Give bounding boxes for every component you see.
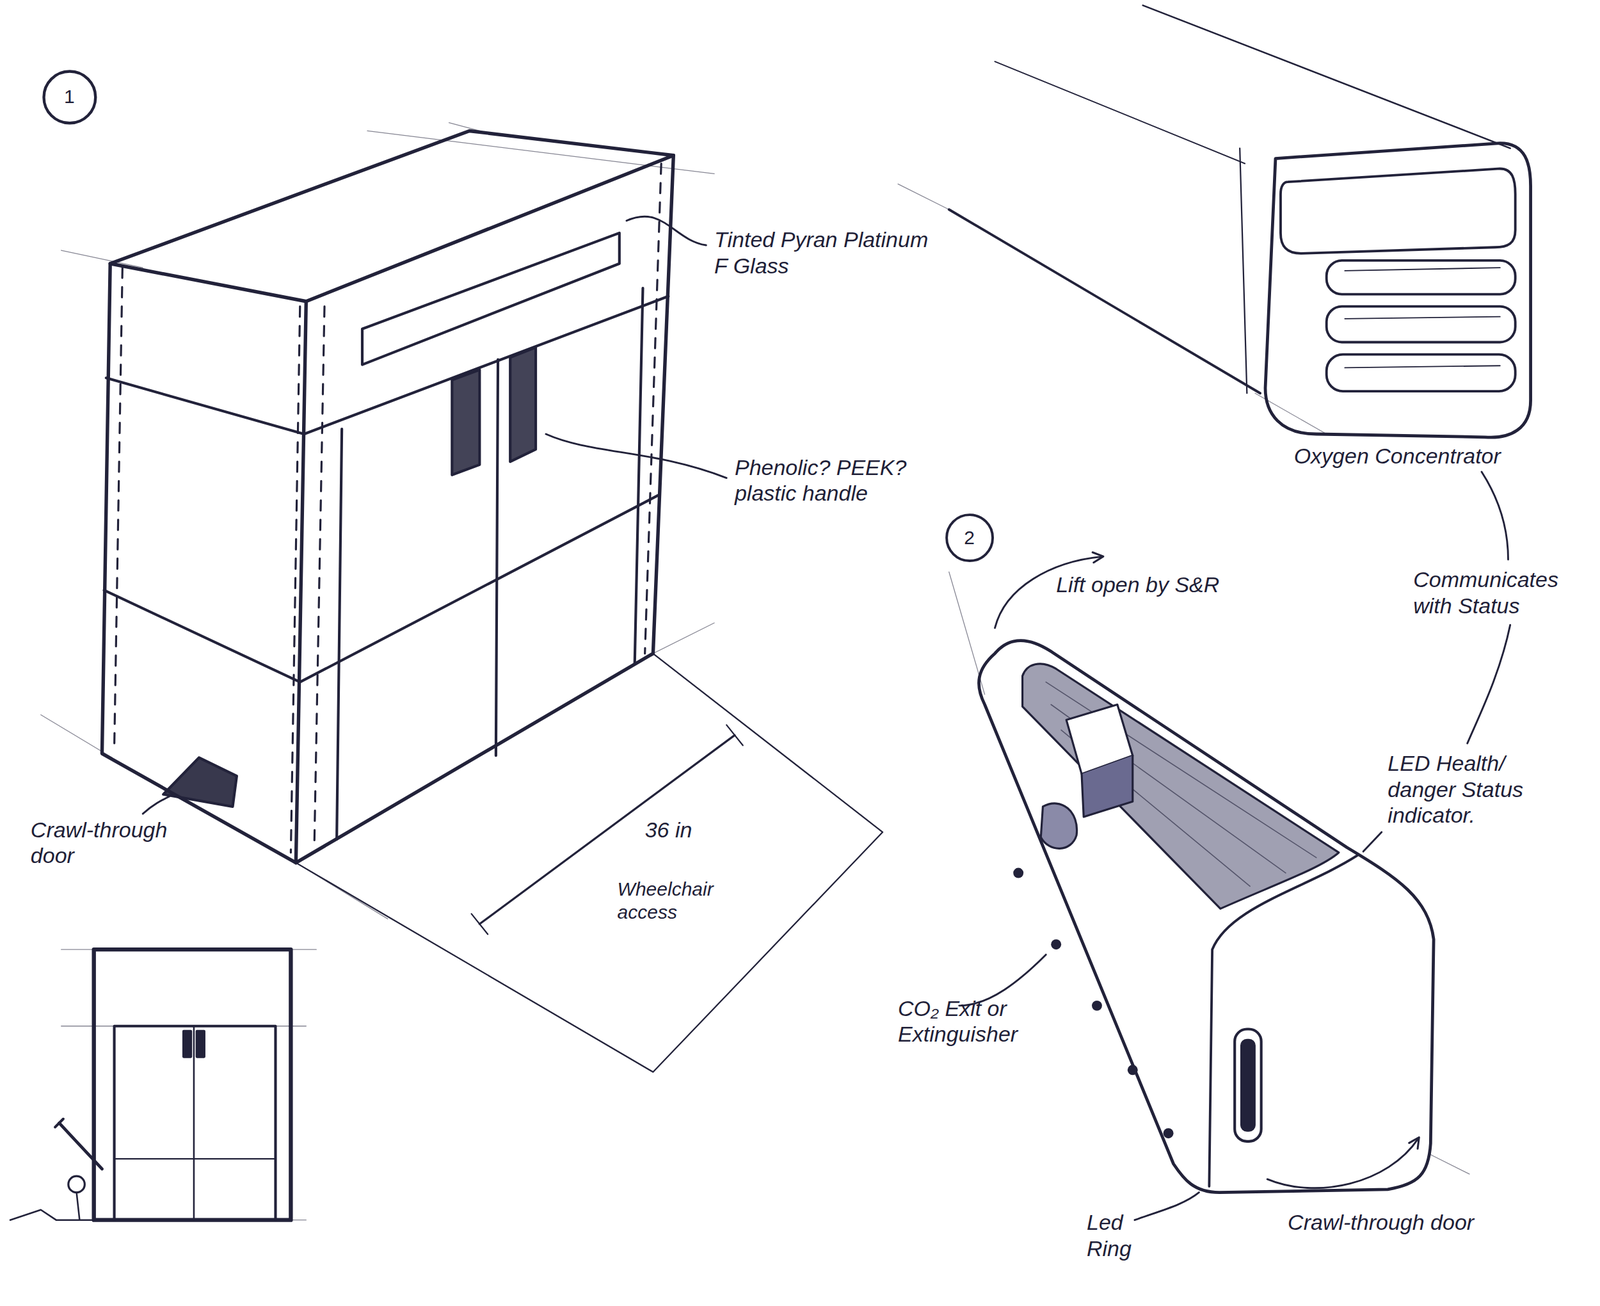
- cabinet-sketch: [101, 130, 674, 863]
- oxygen-concentrator-sketch: [949, 5, 1531, 438]
- callout-label: Lift open by S&R: [1056, 571, 1291, 598]
- callout-label: CO₂ Exit or Extinguisher: [897, 995, 1051, 1048]
- callout-label: Tinted Pyran Platinum F Glass: [714, 226, 934, 280]
- callout-label: Phenolic? PEEK?plastic handle: [734, 454, 917, 507]
- construction-lines: [40, 122, 1470, 1220]
- callout-circle: 1: [41, 69, 98, 126]
- callout-label: LED Health/ danger Status indicator.: [1387, 750, 1572, 829]
- callout-label: Wheelchair access: [617, 877, 761, 924]
- callout-label: Led Ring: [1086, 1208, 1169, 1262]
- callout-number: 1: [41, 69, 98, 126]
- callout-number: 2: [944, 512, 995, 563]
- callout-circle: 2: [944, 512, 995, 563]
- callout-label: Crawl-through door: [1287, 1208, 1492, 1236]
- callout-label: Crawl-through door: [30, 816, 210, 870]
- rescue-pod-sketch: [978, 640, 1434, 1193]
- callout-label: Communicates with Status: [1413, 566, 1587, 619]
- front-view-sketch: [10, 949, 291, 1220]
- callout-label: Oxygen Concentrator: [1294, 442, 1590, 470]
- callout-label: 36 in: [645, 816, 737, 843]
- wheelchair-area: [295, 653, 883, 1072]
- leader-lines: [142, 216, 1510, 1220]
